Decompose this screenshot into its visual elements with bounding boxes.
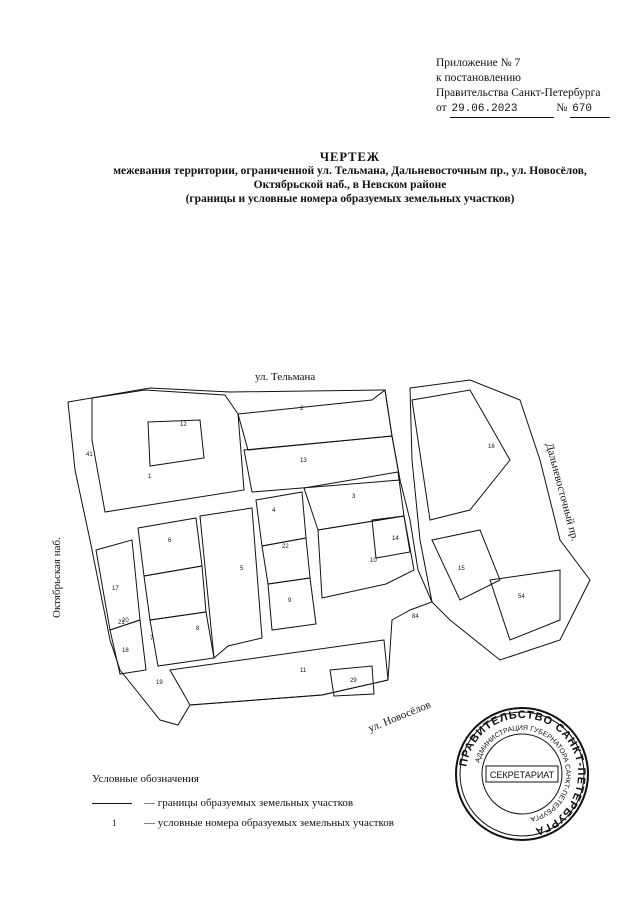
parcel-16-outline — [411, 389, 511, 521]
parcel-11-outline — [169, 639, 389, 706]
parcel-label: 8 — [196, 626, 200, 632]
parcel-15-outline — [431, 529, 501, 601]
appendix-line-2: к постановлению — [436, 72, 521, 84]
parcel-label: 18 — [122, 648, 129, 654]
parcel-7-outline — [143, 565, 207, 621]
block-outline — [67, 387, 433, 726]
seal-center-text: СЕКРЕТАРИАТ — [490, 770, 555, 780]
legend-item-numbers: 1 — условные номера образуемых земельных… — [92, 814, 394, 834]
parcel-label: 19 — [156, 680, 163, 686]
parcel-8-outline — [149, 611, 215, 667]
decree-date: 29.06.2023 — [449, 102, 554, 118]
parcel-label: 1 — [148, 474, 152, 480]
parcel-5-outline — [199, 507, 263, 660]
legend-number-symbol: 1 — [112, 818, 117, 828]
number-prefix: № — [556, 102, 568, 114]
legend-line-symbol — [92, 803, 132, 804]
parcel-label: 21 — [118, 620, 125, 626]
parcel-2-outline — [237, 389, 393, 451]
appendix-line-1: Приложение № 7 — [436, 57, 521, 69]
parcel-12-outline — [147, 419, 205, 467]
parcel-label: 2 — [300, 406, 304, 412]
parcel-label: 16 — [488, 444, 495, 450]
parcel-label: 54 — [518, 594, 525, 600]
parcel-label: 7 — [150, 636, 154, 642]
heading-line-1: межевания территории, ограниченной ул. Т… — [113, 165, 587, 177]
parcel-label: 20 — [122, 618, 129, 624]
parcel-17-outline — [95, 539, 141, 631]
appendix-header: Приложение № 7 к постановлению Правитель… — [436, 56, 611, 118]
heading-line-2: Октябрьской наб., в Невском районе — [253, 179, 447, 191]
document-title: ЧЕРТЕЖ — [319, 150, 381, 164]
parcel-label: 17 — [112, 586, 119, 592]
parcel-label: 14 — [392, 536, 399, 542]
parcel-21-outline — [109, 619, 147, 675]
street-label-telmana: ул. Тельмана — [255, 371, 315, 383]
parcel-14-outline — [371, 515, 411, 559]
parcel-label: 22 — [282, 544, 289, 550]
document-heading: ЧЕРТЕЖ межевания территории, ограниченно… — [80, 150, 620, 206]
legend-title: Условные обозначения — [92, 773, 199, 785]
parcel-label: 6 — [168, 538, 172, 544]
appendix-line-3: Правительства Санкт-Петербурга — [436, 87, 601, 99]
official-seal: ПРАВИТЕЛЬСТВО САНКТ-ПЕТЕРБУРГА АДМИНИСТР… — [455, 707, 589, 841]
parcel-label: 11 — [300, 668, 307, 674]
legend: Условные обозначения — границы образуемы… — [92, 770, 394, 834]
street-label-novoselov: ул. Новосёлов — [367, 699, 433, 735]
street-label-dalnevostochny: Дальневосточный пр. — [543, 442, 581, 543]
parcel-label: 84 — [412, 614, 419, 620]
parcel-29-outline — [329, 665, 375, 697]
heading-line-3: (границы и условные номера образуемых зе… — [185, 193, 515, 205]
parcel-label: 4 — [272, 508, 276, 514]
parcel-map: ул. Тельмана Дальневосточный пр. Октябрь… — [51, 371, 591, 735]
parcel-label: 41 — [86, 452, 93, 458]
parcel-10-outline — [317, 515, 415, 599]
parcel-label: 10 — [370, 558, 377, 564]
appendix-date-line: от 29.06.2023 № 670 — [436, 101, 611, 118]
parcel-label: 15 — [458, 566, 465, 572]
parcel-label: 3 — [352, 494, 356, 500]
date-prefix: от — [436, 102, 447, 114]
parcel-9-outline — [267, 577, 317, 631]
parcel-label: 9 — [288, 598, 292, 604]
parcel-label: 12 — [180, 422, 187, 428]
parcel-label: 5 — [240, 566, 244, 572]
legend-item-boundaries: — границы образуемых земельных участков — [92, 794, 353, 814]
legend-numbers-text: — условные номера образуемых земельных у… — [144, 817, 394, 829]
parcel-4-outline — [255, 491, 307, 547]
parcel-13-outline — [243, 435, 401, 493]
parcel-1-outline — [91, 389, 245, 513]
parcel-label: 29 — [350, 678, 357, 684]
parcel-label: 13 — [300, 458, 307, 464]
decree-number: 670 — [570, 102, 611, 118]
parcel-54-outline — [489, 569, 561, 641]
legend-boundaries-text: — границы образуемых земельных участков — [144, 797, 354, 809]
east-area-outline — [409, 379, 591, 661]
street-label-oktyabrskaya: Октябрьская наб. — [51, 537, 63, 618]
